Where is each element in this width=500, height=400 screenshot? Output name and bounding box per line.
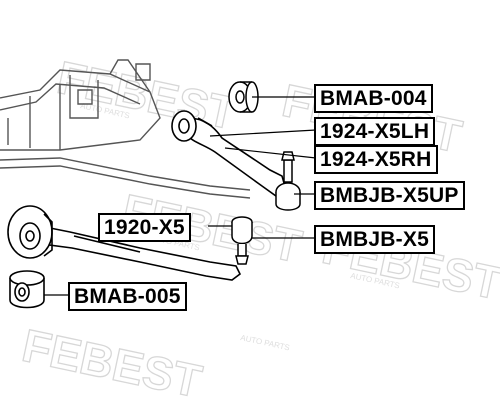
leader-lines: [44, 96, 317, 296]
label-bmab-005: BMAB-005: [68, 282, 187, 311]
leader-1924-x5rh: [224, 147, 317, 159]
label-1924-x5lh: 1924-X5LH: [314, 117, 436, 146]
ball-joint-bmbjb-x5up: [275, 151, 301, 211]
bushing-lower-arm: [7, 205, 53, 259]
subframe: [0, 59, 251, 199]
label-bmbjb-x5up: BMBJB-X5UP: [314, 181, 465, 210]
watermark-tagline-5: AUTO PARTS: [240, 333, 291, 352]
bushing-bmab-005: [9, 270, 45, 309]
lower-control-arm: [39, 225, 242, 281]
leader-1924-x5lh: [209, 129, 317, 137]
label-bmbjb-x5: BMBJB-X5: [314, 225, 435, 254]
watermark-brand-5: FEBEST: [18, 319, 206, 400]
ball-joint-bmbjb-x5: [231, 216, 253, 265]
label-1920-x5: 1920-X5: [98, 213, 191, 242]
label-1924-x5rh: 1924-X5RH: [314, 145, 438, 174]
label-bmab-004: BMAB-004: [314, 84, 433, 113]
